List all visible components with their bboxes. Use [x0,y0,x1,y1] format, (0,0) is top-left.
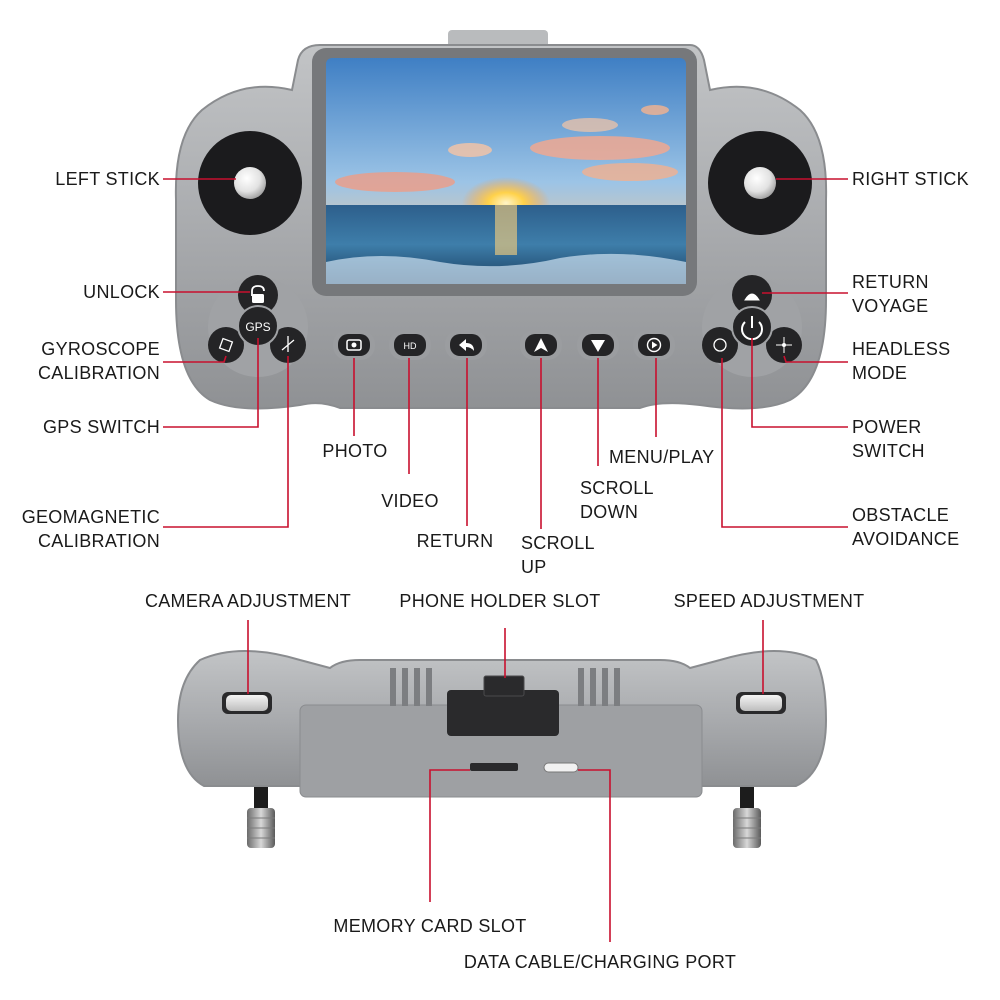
label-geomagnetic-calibration: GEOMAGNETIC CALIBRATION [22,505,160,553]
camera-adjustment-wheel[interactable] [226,695,268,711]
label-data-cable-charging-port: DATA CABLE/CHARGING PORT [463,952,737,972]
home-drone-icon [744,293,760,301]
left-stick[interactable] [234,167,266,199]
label-scroll-up-line1: SCROLL [521,533,595,553]
label-camera-adjustment: CAMERA ADJUSTMENT [144,591,352,611]
label-scroll-up-line2: UP [521,557,547,577]
obstacle-icon [713,338,727,352]
label-return-voyage-line1: RETURN [852,272,929,292]
label-return-voyage-line2: VOYAGE [852,296,929,316]
label-scroll-down-line1: SCROLL [580,478,654,498]
speed-adjustment-wheel[interactable] [740,695,782,711]
leader-data-cable [578,769,611,942]
leader-headless [783,355,848,363]
label-scroll-down: SCROLL DOWN [580,476,654,524]
leader-gyroscope [163,355,227,363]
gps-glyph: GPS [245,320,270,334]
label-memory-card-slot: MEMORY CARD SLOT [333,916,527,936]
leader-power [751,338,848,428]
label-speed-adjustment: SPEED ADJUSTMENT [673,591,865,611]
lock-open-icon [251,285,265,296]
label-power-line1: POWER [852,417,922,437]
controller-front-view: GPS HD [174,30,828,410]
label-gps-switch: GPS SWITCH [42,417,160,437]
label-unlock: UNLOCK [83,282,160,302]
label-scroll-up: SCROLL UP [521,531,595,579]
leader-geomagnetic [163,356,289,528]
label-gyroscope-line1: GYROSCOPE [41,339,160,359]
right-antenna [733,780,761,848]
label-geomagnetic-line1: GEOMAGNETIC [21,507,160,527]
label-gyroscope-line2: CALIBRATION [38,363,160,383]
label-return: RETURN [416,531,494,551]
leader-obstacle [721,358,848,528]
top-mount-tab [448,30,548,48]
label-video: VIDEO [381,491,439,511]
label-obstacle-line1: OBSTACLE [852,505,950,525]
label-headless-line2: MODE [852,363,908,383]
heat-sink-fins [390,668,620,706]
gyroscope-calibration-button[interactable] [208,327,244,363]
video-hd-glyph: HD [404,341,417,351]
label-photo: PHOTO [322,441,388,461]
label-left-stick: LEFT STICK [55,169,160,189]
right-stick[interactable] [744,167,776,199]
video-button[interactable] [394,334,426,356]
leader-gps [163,338,259,428]
label-obstacle-avoidance: OBSTACLE AVOIDANCE [852,503,959,551]
back-arrow-icon [459,339,474,351]
label-headless-mode: HEADLESS MODE [852,337,950,385]
phone-holder-slot[interactable] [447,690,559,736]
left-button-cluster: GPS [208,275,306,363]
label-phone-holder-slot: PHONE HOLDER SLOT [399,591,601,611]
leader-memory-card [429,769,470,902]
label-headless-line1: HEADLESS [852,339,951,359]
controller-back-view [176,650,828,848]
label-gyroscope-calibration: GYROSCOPE CALIBRATION [38,337,160,385]
label-menu-play: MENU/PLAY [609,447,715,467]
label-scroll-down-line2: DOWN [580,502,639,522]
arrow-down-icon [591,340,605,352]
usb-c-port[interactable] [543,762,579,773]
left-antenna [247,780,275,848]
label-obstacle-line2: AVOIDANCE [852,529,960,549]
gyroscope-icon [218,337,234,353]
label-geomagnetic-line2: CALIBRATION [38,531,160,551]
label-right-stick: RIGHT STICK [852,169,969,189]
memory-card-slot[interactable] [470,763,518,771]
leader-lines [163,178,848,942]
sunset-scene-image [326,105,686,284]
obstacle-avoidance-button[interactable] [702,327,738,363]
play-icon [646,337,662,353]
label-power-line2: SWITCH [852,441,925,461]
arrow-up-icon [534,338,548,352]
label-return-voyage: RETURN VOYAGE [852,270,929,318]
compass-icon [281,336,295,352]
label-power-switch: POWER SWITCH [852,415,925,463]
camera-icon [346,339,362,351]
function-button-row: HD [333,330,675,360]
